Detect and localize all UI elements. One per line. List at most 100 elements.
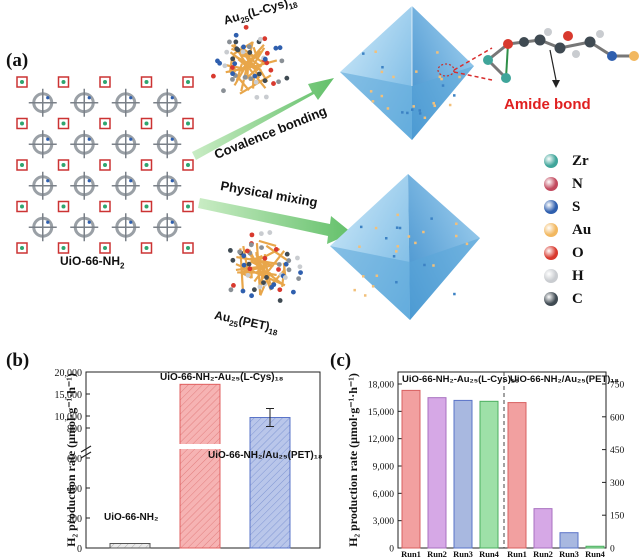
chart-c-xtick: Run4: [585, 549, 606, 559]
chart-c-ytick-left: 0: [389, 545, 394, 555]
zr-node: [16, 242, 28, 254]
legend-label: C: [572, 290, 583, 307]
legend-item-s: S: [544, 196, 580, 218]
legend-label: Au: [572, 221, 592, 238]
chart-c-bar: [401, 389, 421, 549]
chart-c-ytick-left: 9,000: [373, 463, 395, 473]
chart-b-ylabel: H₂ production rate (μmol·g⁻¹·h⁻¹): [64, 373, 78, 547]
legend-item-zr: Zr: [544, 150, 589, 172]
chart-c-bar: [453, 399, 473, 549]
legend-swatch: [544, 200, 558, 214]
chart-b-bar: [109, 543, 151, 549]
zr-node: [140, 242, 153, 254]
chart-b-ytick: 600: [67, 454, 82, 465]
legend-swatch: [544, 292, 558, 306]
mof-label: UiO-66-NH2: [60, 254, 125, 271]
amide-bond-label: Amide bond: [504, 96, 591, 113]
chart-c-ytick-right: 0: [610, 545, 615, 555]
chart-c-xtick: Run3: [453, 549, 473, 559]
zr-node: [57, 159, 70, 171]
chart-b-ytick: 0: [77, 544, 82, 555]
chart-c-ytick-left: 6,000: [373, 490, 395, 500]
zr-node: [16, 117, 28, 130]
chart-c-xtick: Run2: [533, 549, 553, 559]
zr-node: [16, 76, 28, 88]
chart-b-bar: [179, 383, 221, 549]
cluster-pet: [227, 230, 303, 303]
legend-swatch: [544, 223, 558, 237]
chart-b-ytick: 200: [67, 514, 82, 525]
cluster-lcys: [211, 24, 290, 100]
chart-c-bar: [427, 397, 447, 549]
chart-c-ytick-right: 600: [610, 413, 625, 423]
zr-node: [57, 117, 70, 130]
panel-c-label: (c): [330, 350, 352, 371]
chart-c-ytick-right: 150: [610, 512, 625, 522]
chart-b-label-pet: UiO-66-NH₂/Au₂₅(PET)₁₈: [208, 450, 323, 461]
legend-swatch: [544, 177, 558, 191]
zr-node: [140, 117, 153, 130]
zr-node: [57, 76, 70, 88]
chart-b-ytick: 15,000: [55, 390, 83, 401]
legend-swatch: [544, 269, 558, 283]
chart-c: 03,0006,0009,00012,00015,00018,000015030…: [368, 371, 625, 559]
chart-c-xtick: Run4: [479, 549, 500, 559]
chart-c-group1-label: UiO-66-NH₂-Au₂₅(L-Cys)₁₈: [402, 374, 520, 385]
zr-node: [140, 76, 153, 88]
zr-node: [99, 200, 111, 213]
zr-node: [140, 200, 153, 213]
zr-node: [99, 159, 111, 171]
chart-b-break-gap: [178, 444, 222, 449]
chart-c-bar: [533, 508, 553, 549]
zr-node: [16, 200, 28, 213]
legend-label: S: [572, 198, 581, 215]
legend-label: O: [572, 244, 584, 261]
chart-c-bar: [559, 532, 579, 549]
chart-c-xtick: Run2: [427, 549, 447, 559]
legend-item-au: Au: [544, 219, 591, 241]
chart-c-ytick-left: 12,000: [368, 435, 394, 445]
legend-item-o: O: [544, 242, 584, 264]
zr-node: [182, 159, 194, 171]
legend-item-n: N: [544, 173, 583, 195]
zr-node: [16, 159, 28, 171]
arrow-physical: [198, 198, 352, 244]
zr-node: [57, 200, 70, 213]
chart-b-bar: [249, 417, 291, 549]
chart-b-ytick: 800: [67, 424, 82, 435]
zr-node: [99, 242, 111, 254]
panel-a-label: (a): [6, 50, 29, 71]
chart-c-bar: [479, 400, 499, 549]
zr-node: [99, 76, 111, 88]
chart-b-ytick: 400: [67, 484, 82, 495]
zr-node: [182, 200, 194, 213]
legend-label: H: [572, 267, 584, 284]
chart-c-bar: [507, 402, 527, 549]
octahedron-pet: [330, 174, 480, 320]
chart-c-ylabel: H₂ production rate (μmol·g⁻¹·h⁻¹): [346, 373, 360, 547]
chart-c-ytick-right: 450: [610, 446, 625, 456]
arrow-covalence: [192, 78, 334, 160]
chart-c-xtick: Run1: [507, 549, 527, 559]
legend-item-c: C: [544, 288, 583, 310]
zr-node: [182, 242, 194, 254]
chart-c-xtick: Run3: [559, 549, 579, 559]
chart-c-ytick-right: 300: [610, 479, 625, 489]
legend-item-h: H: [544, 265, 584, 287]
zr-node: [140, 159, 153, 171]
mof-lattice: [16, 76, 194, 254]
amide-molecule: [483, 28, 639, 88]
chart-c-xtick: Run1: [401, 549, 421, 559]
chart-c-group2-label: UiO-66-NH₂/Au₂₅(PET)₁₈: [510, 374, 619, 385]
chart-c-ytick-left: 3,000: [373, 517, 395, 527]
legend-label: N: [572, 175, 583, 192]
zr-node: [182, 76, 194, 88]
zr-node: [57, 242, 70, 254]
chart-b-ytick: 20,000: [55, 368, 83, 379]
panel-b-label: (b): [6, 350, 30, 371]
legend-swatch: [544, 154, 558, 168]
chart-c-bar: [585, 545, 605, 549]
zr-node: [99, 117, 111, 130]
zr-node: [182, 117, 194, 130]
